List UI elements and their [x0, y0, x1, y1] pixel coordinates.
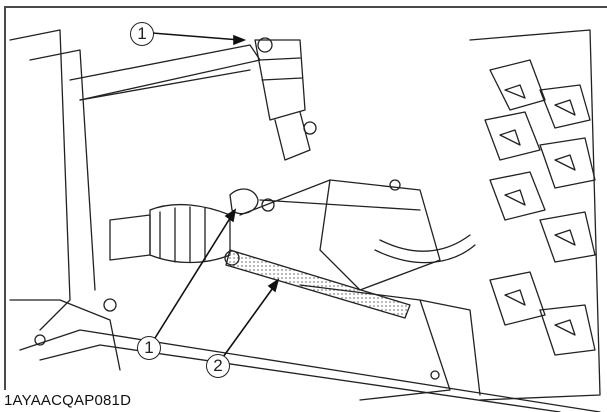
frame-border-left [4, 6, 6, 390]
callout-1-bottom: 1 [137, 336, 161, 360]
figure-caption: 1AYAACQAP081D [4, 392, 132, 409]
callout-1-top: 1 [130, 22, 154, 46]
callout-2: 2 [206, 354, 230, 378]
frame-border-top [4, 6, 607, 8]
